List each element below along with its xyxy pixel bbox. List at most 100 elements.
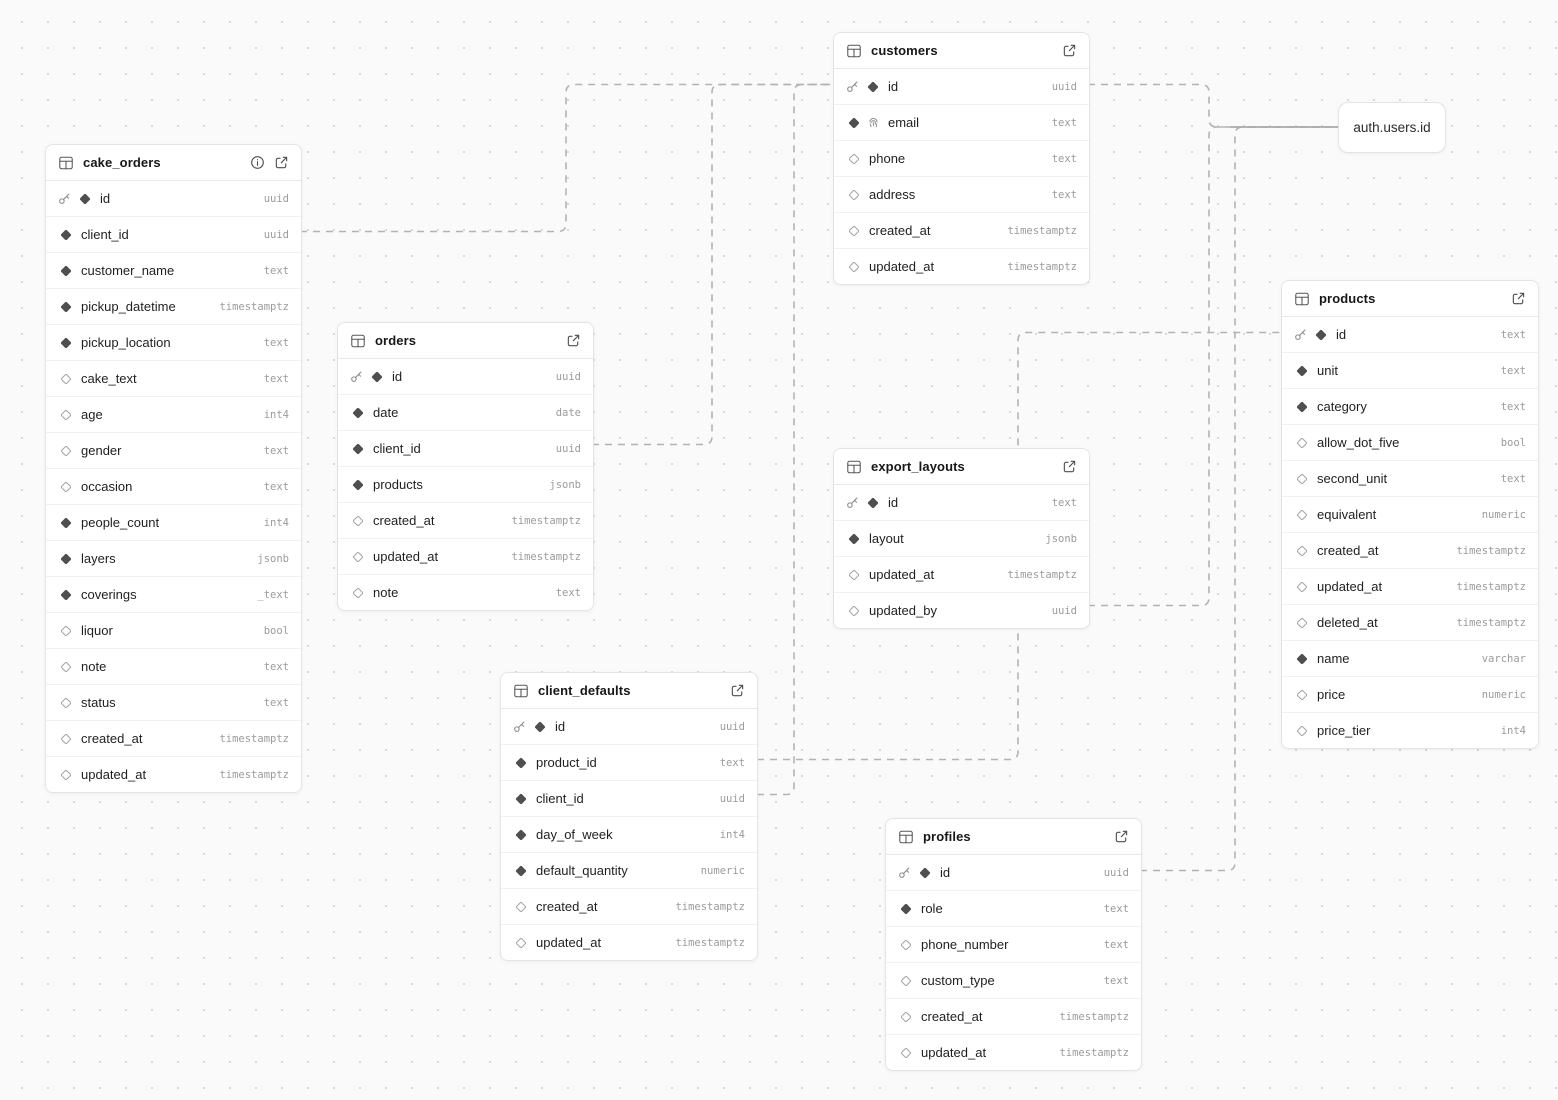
- external-link-icon[interactable]: [730, 683, 745, 698]
- table-row[interactable]: coverings_text: [46, 576, 301, 612]
- table-header[interactable]: cake_orders: [46, 145, 301, 181]
- column-name: people_count: [81, 515, 160, 530]
- column-name: liquor: [81, 623, 113, 638]
- primary-key-icon: [351, 371, 362, 382]
- column-name: id: [100, 191, 111, 206]
- column-type: timestamptz: [675, 900, 745, 913]
- table-icon: [59, 156, 73, 169]
- external-link-icon[interactable]: [274, 155, 289, 170]
- table-row[interactable]: people_count int4: [46, 504, 301, 540]
- column-type: uuid: [719, 792, 745, 805]
- column-type: uuid: [555, 370, 581, 383]
- table-header[interactable]: products: [1282, 281, 1538, 317]
- external-link-icon[interactable]: [1062, 43, 1077, 58]
- column-name: price: [1317, 687, 1346, 702]
- external-link-icon[interactable]: [566, 333, 581, 348]
- column-type: timestamptz: [1007, 224, 1077, 237]
- table-header[interactable]: export_layouts: [834, 449, 1089, 485]
- notnull-diamond-icon: [865, 79, 880, 94]
- table-header[interactable]: profiles: [886, 819, 1141, 855]
- info-icon[interactable]: [250, 155, 265, 170]
- table-header[interactable]: customers: [834, 33, 1089, 69]
- column-name: second_unit: [1317, 471, 1388, 486]
- column-type: timestamptz: [219, 732, 289, 745]
- nullable-diamond-icon: [350, 585, 365, 600]
- table-header[interactable]: orders: [338, 323, 593, 359]
- column-type: int4: [263, 516, 289, 529]
- table-header[interactable]: client_defaults: [501, 673, 757, 709]
- external-link-icon[interactable]: [1062, 459, 1077, 474]
- external-link-icon[interactable]: [1511, 291, 1526, 306]
- auth-users-node[interactable]: auth.users.id: [1338, 102, 1446, 153]
- external-link-icon[interactable]: [1114, 829, 1129, 844]
- auth-node-label: auth.users.id: [1353, 120, 1431, 135]
- notnull-diamond-icon: [77, 191, 92, 206]
